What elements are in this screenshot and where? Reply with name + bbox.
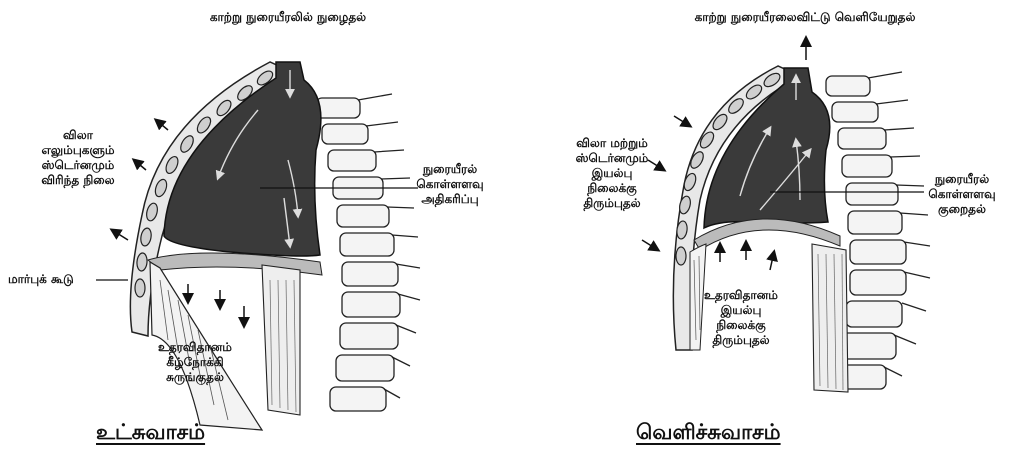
inhalation-air-in-label: காற்று நுரையீரலில் நுழைதல் bbox=[178, 10, 398, 25]
exhalation-lung-volume-label: நுரையீரல் கொள்ளளவு குறைதல் bbox=[922, 172, 1002, 217]
inhalation-lung-volume-label: நுரையீரல் கொள்ளளவு அதிகரிப்பு bbox=[410, 162, 490, 207]
exhalation-ribs-label: விலா மற்றும் ஸ்டெர்னமும் இயல்பு நிலைக்கு… bbox=[560, 136, 664, 211]
exhalation-title: வெளிச்சுவாசம் bbox=[636, 420, 781, 447]
rib-cage-label: மார்புக் கூடு bbox=[8, 272, 74, 287]
inhalation-title: உட்சுவாசம் bbox=[96, 420, 205, 447]
spine-left bbox=[316, 94, 420, 411]
inhalation-ribs-label: விலா எலும்புகளும் ஸ்டெர்னமும் விரிந்த நி… bbox=[30, 128, 126, 188]
exhalation-air-out-label: காற்று நுரையீரலைவிட்டு வெளியேறுதல் bbox=[660, 10, 950, 25]
inhalation-diaphragm-label: உதரவிதானம் கீழ்நோக்கி சுருங்குதல் bbox=[140, 340, 250, 385]
exhalation-diaphragm-label: உதரவிதானம் இயல்பு நிலைக்கு திரும்புதல் bbox=[686, 288, 796, 348]
